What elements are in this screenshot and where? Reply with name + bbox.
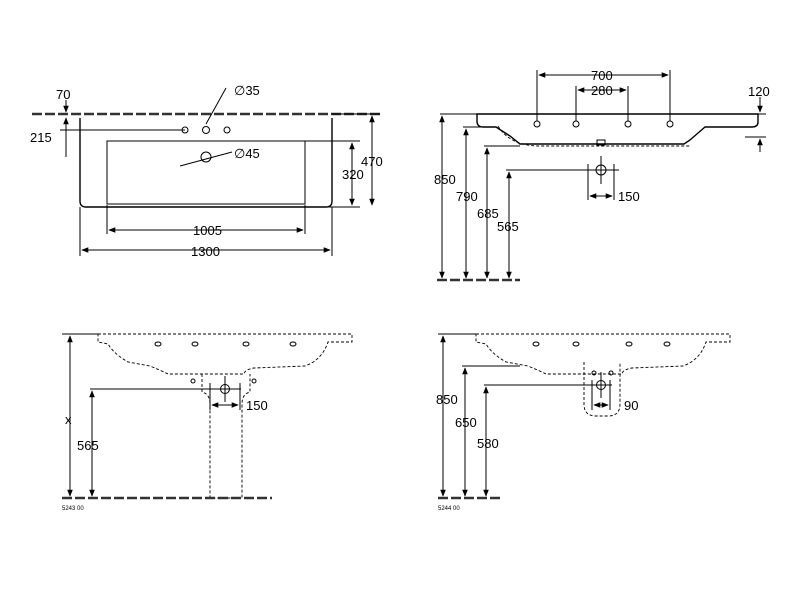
dim-150: 150	[618, 189, 640, 204]
front-hole-4	[289, 341, 297, 347]
dim-70: 70	[56, 87, 70, 102]
dim-320: 320	[342, 167, 364, 182]
front2-hole-1	[532, 341, 540, 347]
fix2-hole-right	[608, 370, 614, 376]
basin-outline	[79, 118, 333, 208]
fix-hole-left	[190, 378, 196, 384]
dim-470: 470	[361, 154, 383, 169]
dim-90: 90	[624, 398, 638, 413]
basin-front-outline	[97, 333, 353, 375]
top-view: ∅35 ∅45 70 215 1005 1300 320 470	[30, 83, 383, 259]
drain-diameter-label: ∅45	[234, 146, 260, 161]
side-hole-1	[533, 120, 541, 128]
dim-565-front: 565	[77, 438, 99, 453]
dim-685: 685	[477, 206, 499, 221]
dim-120: 120	[748, 84, 770, 99]
tap-hole-center	[202, 126, 210, 134]
drawing-code-half-pedestal: 5244 00	[438, 506, 460, 512]
dim-700: 700	[591, 68, 613, 83]
front-view-half-pedestal: 90 850 650 580 5244 00	[436, 333, 731, 512]
dim-1005: 1005	[193, 223, 222, 238]
front-hole-1	[154, 341, 162, 347]
drain-outlet	[596, 139, 606, 146]
dim-565: 565	[497, 219, 519, 234]
drain-hole	[200, 151, 212, 163]
fix2-hole-left	[591, 370, 597, 376]
side-hole-3	[624, 120, 632, 128]
dim-650: 650	[455, 415, 477, 430]
dim-150-front: 150	[246, 398, 268, 413]
dim-850: 850	[434, 172, 456, 187]
front2-hole-4	[663, 341, 671, 347]
tap-hole-right	[223, 126, 231, 134]
dim-215: 215	[30, 130, 52, 145]
dim-1300: 1300	[191, 244, 220, 259]
tap-hole-diameter-label: ∅35	[234, 83, 260, 98]
side-hole-4	[666, 120, 674, 128]
pedestal-outline	[201, 374, 251, 499]
side-hole-2	[572, 120, 580, 128]
dim-280: 280	[591, 83, 613, 98]
front2-hole-3	[625, 341, 633, 347]
front2-hole-2	[572, 341, 580, 347]
side-view: 700 280 120 850 790 685 565 150	[434, 68, 770, 282]
tap-hole-leader	[205, 87, 227, 125]
front-hole-3	[242, 341, 250, 347]
drawing-code-pedestal: 5243 00	[62, 506, 84, 512]
dim-850-half: 850	[436, 392, 458, 407]
front-view-pedestal: 150 x 565 5243 00	[62, 333, 353, 512]
bowl-hidden-line	[497, 125, 690, 147]
dim-580: 580	[477, 436, 499, 451]
basin-bowl	[106, 140, 306, 205]
fix-hole-right	[251, 378, 257, 384]
drain-leader	[179, 151, 233, 167]
basin-front-outline-2	[475, 333, 731, 375]
dim-x: x	[65, 412, 72, 427]
dim-790: 790	[456, 189, 478, 204]
half-pedestal-outline	[583, 362, 621, 417]
front-hole-2	[191, 341, 199, 347]
basin-profile	[476, 113, 759, 145]
